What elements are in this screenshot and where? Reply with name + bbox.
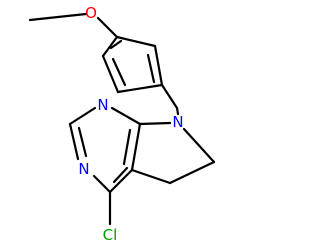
bond-ring-inner-3	[109, 39, 123, 50]
bond-ch2-n7	[175, 106, 180, 116]
nitrogen-1-label: N	[97, 96, 108, 114]
oxygen-label: O	[85, 4, 97, 22]
bond-ring-a2-a3	[153, 44, 164, 87]
chlorine-label: Cl	[103, 226, 118, 244]
chemical-structure-diagram: O N N N Cl	[28, 4, 216, 244]
nitrogen-3-label: N	[78, 160, 89, 178]
bond-oxygen-aryl	[96, 16, 119, 39]
bond-n7-c6	[182, 127, 216, 164]
bond-n3-c4	[92, 174, 112, 194]
bond-c2-n3	[68, 122, 80, 161]
bond-c7a-c4a-inner	[122, 128, 132, 166]
bond-c6-c5	[168, 160, 216, 185]
bond-c7a-n1	[110, 106, 142, 126]
bond-c4-c4a	[108, 168, 134, 194]
bond-c7a-c4a	[130, 122, 142, 172]
bond-ring-a5-a1	[101, 35, 119, 58]
bond-n1-c2	[68, 106, 97, 126]
bond-aryl-ch2	[160, 83, 179, 110]
bond-ring-inner-2	[111, 57, 127, 87]
nitrogen-7-label: N	[172, 113, 183, 131]
bond-ring-a3-a4	[116, 83, 164, 94]
bond-ring-a4-a5	[101, 54, 120, 94]
bond-c5-c4a	[130, 168, 172, 185]
bond-ring-inner-1	[146, 53, 156, 84]
bond-c4-c4a-inner	[112, 166, 129, 184]
bond-n7-c7a	[138, 121, 172, 126]
bond-ring-a1-a2	[115, 35, 157, 48]
bond-methyl-oxygen	[28, 12, 88, 22]
bond-c2-n3-inner	[77, 126, 88, 158]
